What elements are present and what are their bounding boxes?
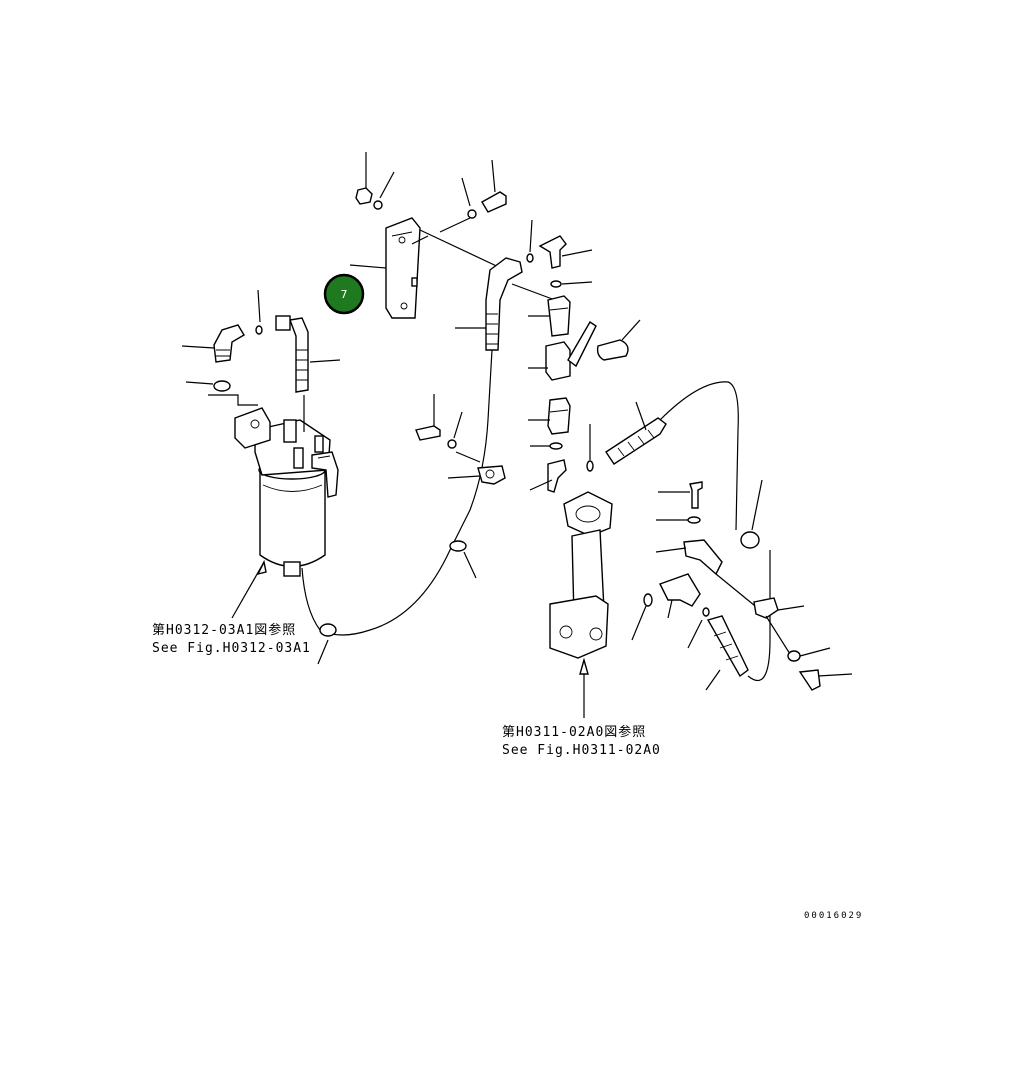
clip-right	[753, 597, 805, 655]
hose-center	[455, 257, 523, 351]
adapter-1	[528, 295, 571, 337]
manifold-block	[549, 491, 613, 718]
callout-number[interactable]: 7	[341, 288, 348, 301]
clip-center	[447, 465, 506, 485]
bolt-right-1	[656, 481, 703, 524]
o-ring-small	[530, 442, 563, 450]
hose-to-adapter-line	[511, 283, 556, 301]
hose-right	[605, 381, 763, 549]
block-reference-label: 第H0311-02A0図参照 See Fig.H0311-02A0	[502, 724, 661, 758]
hose-fitting-lower	[687, 550, 771, 691]
filter-ref-en: See Fig.H0312-03A1	[152, 641, 311, 656]
bracket-to-hose-line	[419, 229, 506, 271]
bracket-right	[655, 539, 761, 611]
elbow-lower	[529, 424, 594, 493]
adapter-2	[528, 397, 571, 435]
callout-circle[interactable]	[323, 273, 365, 315]
clamp-mid	[449, 540, 467, 552]
bracket	[349, 217, 429, 319]
callout-marker[interactable]: 7	[323, 273, 365, 315]
leader-lines-left	[181, 289, 341, 385]
hose-upper-left	[255, 315, 309, 393]
elbow-fitting-left	[213, 324, 245, 392]
fuel-filter-assembly	[208, 394, 339, 577]
clamp-lower	[319, 623, 337, 637]
washer-bolt-right	[787, 647, 853, 691]
bolt-center-left	[415, 394, 481, 463]
block-ref-en: See Fig.H0311-02A0	[502, 743, 661, 758]
bolt-top-center	[439, 159, 507, 233]
elbow-fitting-right	[631, 573, 710, 641]
filter-reference-label: 第H0312-03A1図参照 See Fig.H0312-03A1	[152, 622, 311, 656]
valve-fitting	[528, 321, 597, 381]
u-tube	[596, 319, 641, 361]
block-ref-jp: 第H0311-02A0図参照	[502, 724, 646, 740]
filter-reference-arrow	[231, 559, 267, 619]
elbow-top-right	[526, 219, 593, 288]
filter-ref-jp: 第H0312-03A1図参照	[152, 622, 296, 638]
bolt-top-left	[355, 152, 395, 210]
drawing-number: 00016029	[804, 911, 863, 921]
